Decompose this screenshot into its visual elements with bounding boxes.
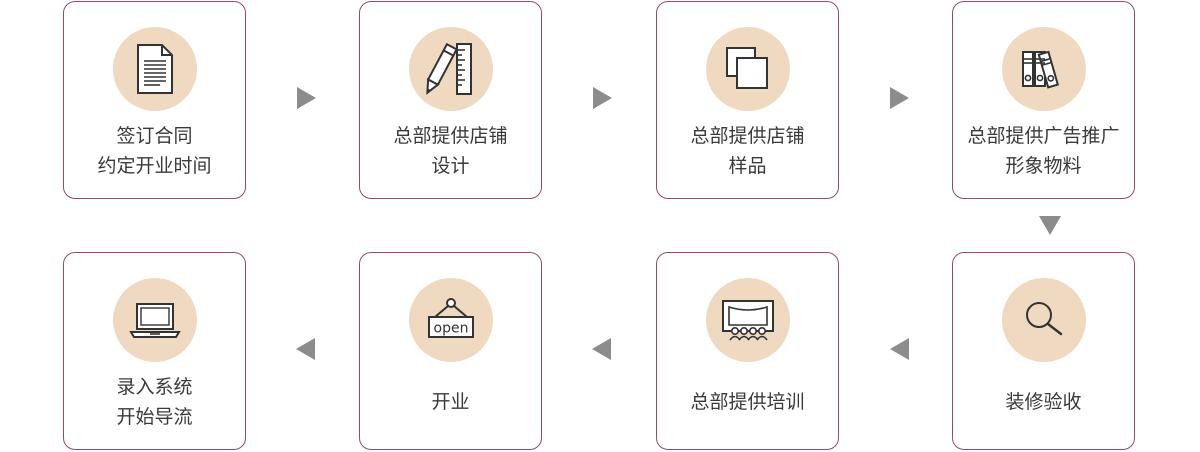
step-6-icon-circle [705, 278, 790, 362]
step-1-label: 签订合同 约定开业时间 [50, 121, 259, 181]
binders-icon [1021, 50, 1059, 89]
step-4-label-line1: 总部提供广告推广 [967, 125, 1120, 147]
step-8-label-line2: 开始导流 [116, 406, 193, 428]
step-4-label: 总部提供广告推广 形象物料 [939, 121, 1148, 181]
step-card-1: 签订合同 约定开业时间 [63, 1, 246, 199]
arrow-left-2 [592, 338, 611, 360]
step-3-label-line1: 总部提供店铺 [690, 125, 805, 147]
arrow-right-3 [890, 87, 909, 109]
step-1-icon-circle [112, 27, 197, 111]
arrow-left-1 [890, 338, 909, 360]
step-card-5: 装修验收 [952, 252, 1135, 450]
step-2-label-line2: 设计 [431, 155, 470, 177]
step-3-label: 总部提供店铺 样品 [643, 121, 852, 181]
laptop-icon [128, 303, 181, 338]
open-sign-icon: open [427, 298, 474, 338]
document-icon [136, 44, 173, 94]
step-5-label-line1: 装修验收 [1005, 391, 1082, 413]
arrow-right-2 [593, 87, 612, 109]
step-2-label-line1: 总部提供店铺 [393, 125, 508, 147]
step-4-icon-circle [1001, 27, 1086, 111]
step-5-label: 装修验收 [939, 387, 1148, 417]
step-7-label: 开业 [346, 387, 555, 417]
step-7-icon-circle: open [408, 278, 493, 362]
step-8-label: 录入系统 开始导流 [50, 372, 259, 432]
step-2-icon-circle [408, 27, 493, 111]
presentation-screen-icon [721, 300, 774, 341]
step-8-label-line1: 录入系统 [116, 376, 193, 398]
step-1-label-line2: 约定开业时间 [97, 155, 212, 177]
open-sign-text: open [433, 321, 468, 337]
step-2-label: 总部提供店铺 设计 [346, 121, 555, 181]
step-card-8: 录入系统 开始导流 [63, 252, 246, 450]
step-3-icon-circle [705, 27, 790, 111]
step-1-label-line1: 签订合同 [116, 125, 193, 147]
step-card-6: 总部提供培训 [656, 252, 839, 450]
pencil-ruler-icon [425, 42, 472, 95]
step-4-label-line2: 形象物料 [1005, 155, 1082, 177]
magnifier-icon [1025, 302, 1062, 336]
step-card-7: open 开业 [359, 252, 542, 450]
step-6-label-line1: 总部提供培训 [690, 391, 805, 413]
arrow-right-1 [297, 87, 316, 109]
step-6-label: 总部提供培训 [643, 387, 852, 417]
step-card-3: 总部提供店铺 样品 [656, 1, 839, 199]
step-8-icon-circle [112, 278, 197, 362]
step-3-label-line2: 样品 [728, 155, 767, 177]
arrow-left-3 [296, 338, 315, 360]
arrow-down [1039, 216, 1061, 235]
step-7-label-line1: 开业 [431, 391, 470, 413]
step-5-icon-circle [1001, 278, 1086, 362]
copy-squares-icon [725, 47, 768, 89]
step-card-2: 总部提供店铺 设计 [359, 1, 542, 199]
step-card-4: 总部提供广告推广 形象物料 [952, 1, 1135, 199]
